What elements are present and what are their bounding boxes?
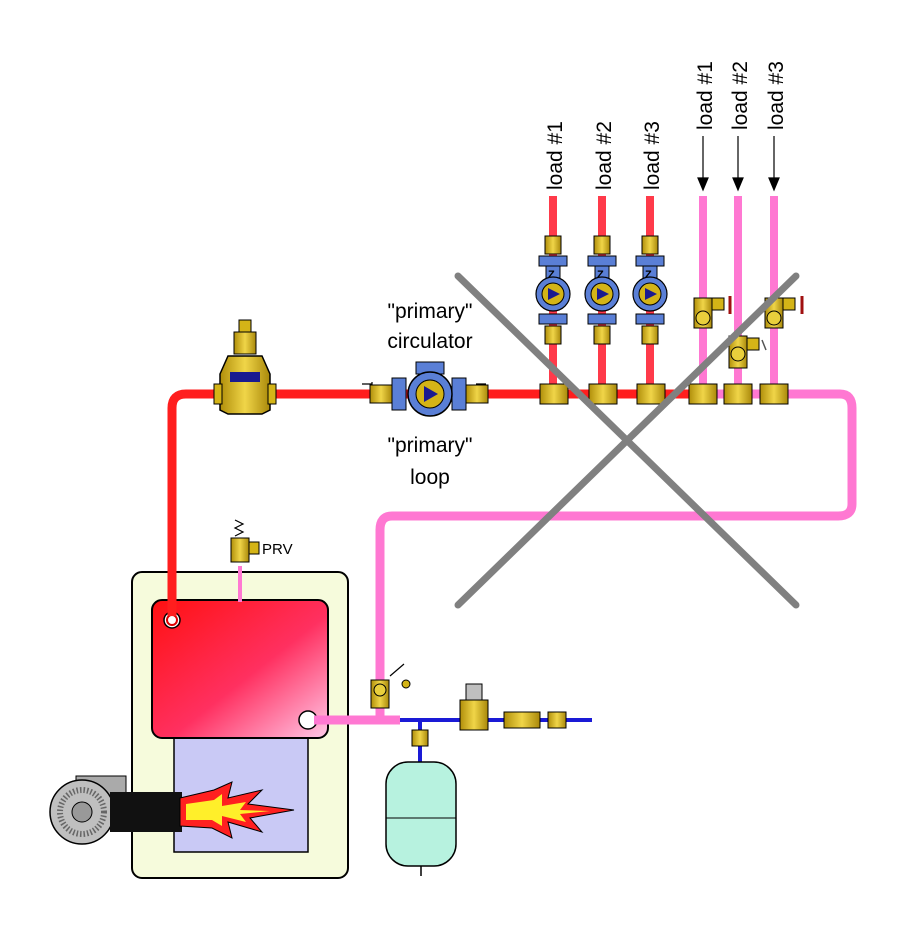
zone-circulator-1: Z: [535, 235, 571, 345]
zone-circulators: Z Z Z: [535, 235, 668, 345]
return-valve-1: [693, 296, 732, 329]
supply-load-2-label: load #2: [593, 121, 616, 190]
return-arrows: [697, 136, 780, 192]
return-valve-2: [728, 335, 767, 369]
expansion-tank: [385, 761, 457, 876]
zone-circulator-3: Z: [632, 235, 668, 345]
purge-valve: [370, 663, 411, 709]
burner-tube: [110, 792, 182, 832]
zone-circulator-2: Z: [584, 235, 620, 345]
return-load-3-label: load #3: [765, 61, 788, 130]
header-tees: [539, 383, 789, 405]
boiler: [131, 571, 349, 879]
primary-loop-label-1: "primary": [388, 434, 473, 457]
air-separator: [213, 319, 277, 415]
prv-label: PRV: [262, 541, 293, 558]
primary-loop-label-2: loop: [410, 466, 450, 489]
cross-out-mark: [454, 272, 800, 609]
prv-valve: [230, 519, 260, 563]
return-load-2-label: load #2: [729, 61, 752, 130]
feed-water-assembly: [411, 683, 567, 747]
primary-circulator-label-1: "primary": [388, 300, 473, 323]
return-valves: [693, 296, 804, 369]
supply-load-1-label: load #1: [544, 121, 567, 190]
svg-text:Z: Z: [645, 269, 652, 281]
primary-circulator: [362, 361, 489, 417]
burner: [49, 775, 295, 845]
svg-text:Z: Z: [548, 269, 555, 281]
return-load-1-label: load #1: [694, 61, 717, 130]
svg-text:Z: Z: [597, 269, 604, 281]
return-pipe-header: [375, 389, 857, 720]
supply-load-3-label: load #3: [641, 121, 664, 190]
supply-pipe-riser: [167, 389, 552, 616]
primary-circulator-label-2: circulator: [387, 330, 472, 353]
labels: "primary" circulator "primary" loop PRV …: [262, 61, 788, 558]
